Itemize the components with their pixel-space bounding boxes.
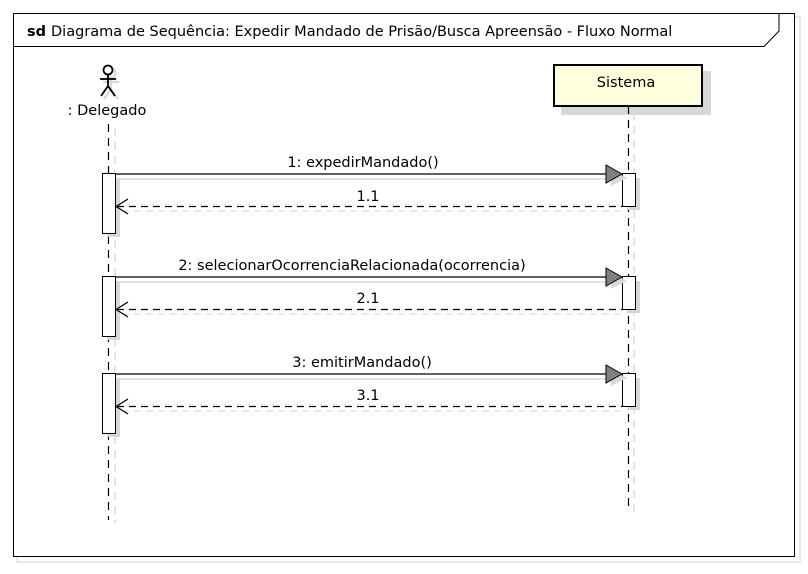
system-lifeline-head: Sistema <box>553 64 711 115</box>
filled-arrowhead-icon <box>605 364 624 384</box>
system-activation-bar <box>622 173 636 207</box>
actor-activation-bar <box>102 373 116 434</box>
frame-title: Diagrama de Sequência: Expedir Mandado d… <box>51 24 672 40</box>
system-activation-bar <box>622 373 636 407</box>
frame-title-text: sd Diagrama de Sequência: Expedir Mandado… <box>27 24 672 40</box>
message-reply-label: 1.1 <box>356 189 379 205</box>
actor-label: : Delegado <box>68 103 147 119</box>
actor-activation-bar <box>102 276 116 337</box>
message-reply-label: 2.1 <box>356 291 379 307</box>
open-arrowhead-icon <box>114 198 129 215</box>
open-arrowhead-icon <box>114 301 129 318</box>
actor-delegado: : Delegado <box>68 64 147 119</box>
actor-activation-bar <box>102 173 116 234</box>
system-box <box>553 64 703 107</box>
message-call-label: 2: selecionarOcorrenciaRelacionada(ocorr… <box>178 258 525 274</box>
filled-arrowhead-icon <box>605 267 624 287</box>
system-activation-bar <box>622 276 636 310</box>
open-arrowhead-icon <box>114 398 129 415</box>
frame-keyword: sd <box>27 24 46 40</box>
message-reply-label: 3.1 <box>356 388 379 404</box>
filled-arrowhead-icon <box>605 164 624 184</box>
stick-figure-icon <box>100 64 116 97</box>
system-label: Sistema <box>597 75 655 91</box>
message-call-label: 1: expedirMandado() <box>287 155 438 171</box>
frame-title-tab <box>13 13 780 47</box>
message-group-3: 3: emitirMandado() 3.1 <box>102 355 640 437</box>
message-group-2: 2: selecionarOcorrenciaRelacionada(ocorr… <box>102 258 640 340</box>
message-group-1: 1: expedirMandado() 1.1 <box>102 155 640 237</box>
message-call-label: 3: emitirMandado() <box>292 355 432 371</box>
